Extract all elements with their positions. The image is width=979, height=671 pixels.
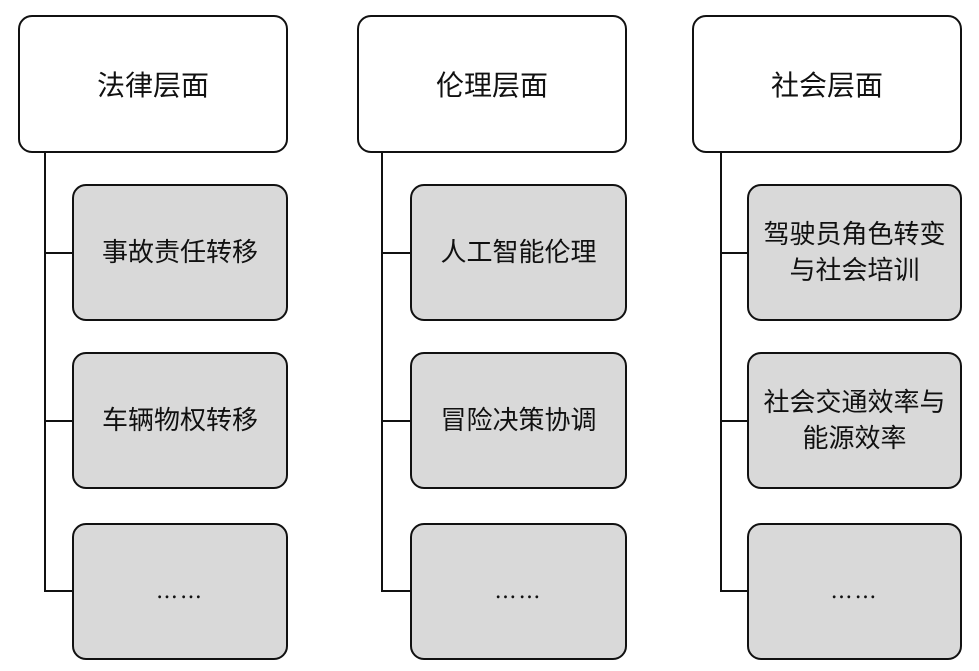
header-ethics: 伦理层面 [357,15,627,153]
connector-branch [381,590,411,592]
item-accident-liability-transfer: 事故责任转移 [72,184,288,321]
item-more-ethics: …… [410,523,627,660]
item-label: 社会交通效率与能源效率 [763,387,946,454]
header-social-label: 社会层面 [770,69,883,102]
header-social: 社会层面 [692,15,962,153]
connector-trunk-legal [44,152,46,592]
connector-branch [44,252,73,254]
connector-branch [720,420,748,422]
header-ethics-label: 伦理层面 [435,69,548,102]
connector-branch [44,590,73,592]
ellipsis-label: …… [156,578,204,604]
item-risk-decision-coordination: 冒险决策协调 [410,352,627,489]
item-ai-ethics: 人工智能伦理 [410,184,627,321]
item-label: 驾驶员角色转变与社会培训 [763,219,946,286]
item-traffic-and-energy-efficiency: 社会交通效率与能源效率 [747,352,962,489]
connector-branch [381,252,411,254]
item-driver-role-and-training: 驾驶员角色转变与社会培训 [747,184,962,321]
connector-branch [720,252,748,254]
item-label: 冒险决策协调 [440,405,597,436]
item-more-legal: …… [72,523,288,660]
header-legal-label: 法律层面 [96,69,209,102]
item-label: 人工智能伦理 [440,237,597,268]
ellipsis-label: …… [830,578,879,604]
connector-trunk-social [720,152,722,592]
connector-branch [720,590,748,592]
item-more-social: …… [747,523,962,660]
item-label: 事故责任转移 [101,237,258,268]
connector-branch [381,420,411,422]
ellipsis-label: …… [494,578,543,604]
connector-branch [44,420,73,422]
connector-trunk-ethics [381,152,383,592]
header-legal: 法律层面 [18,15,288,153]
item-label: 车辆物权转移 [101,405,258,436]
item-vehicle-property-transfer: 车辆物权转移 [72,352,288,489]
